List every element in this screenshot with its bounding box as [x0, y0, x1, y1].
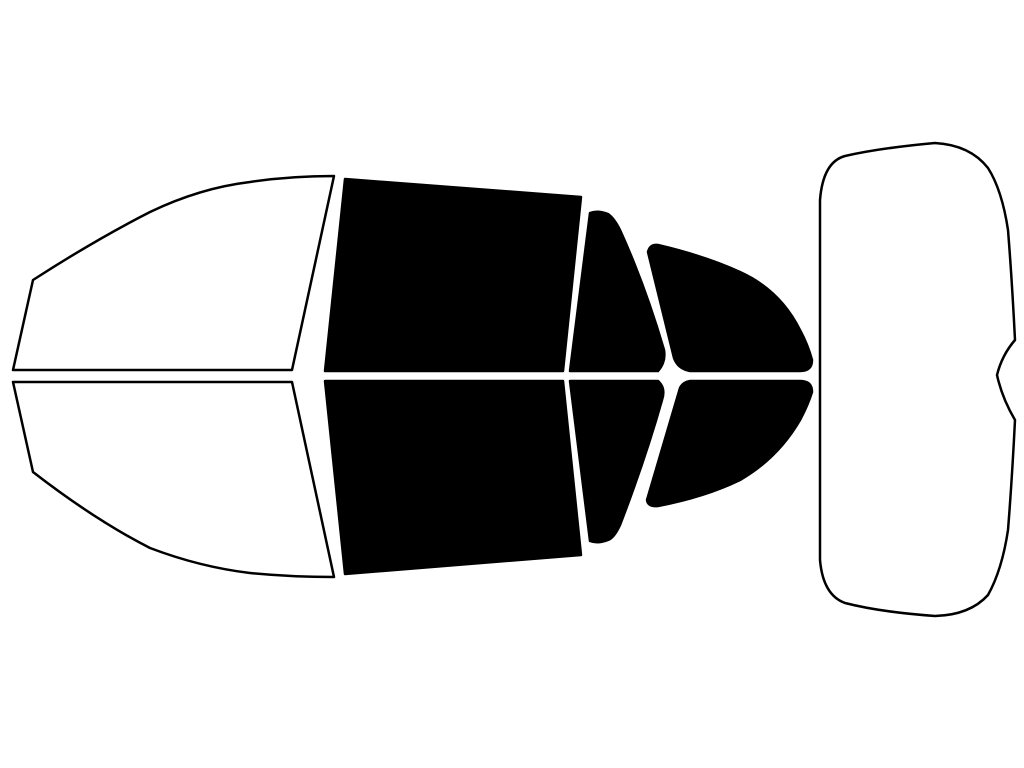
windshield-left-pane[interactable] — [11, 174, 336, 372]
rear-door-left-pane[interactable] — [568, 210, 666, 373]
quarter-right-pane[interactable] — [645, 379, 814, 508]
front-door-left-pane[interactable] — [323, 177, 583, 373]
front-door-right-pane[interactable] — [323, 379, 583, 576]
rear-door-right-pane[interactable] — [568, 379, 665, 544]
quarter-left-pane[interactable] — [646, 243, 814, 373]
rear-window-pane[interactable] — [818, 141, 1017, 618]
windshield-right-pane[interactable] — [11, 380, 336, 579]
